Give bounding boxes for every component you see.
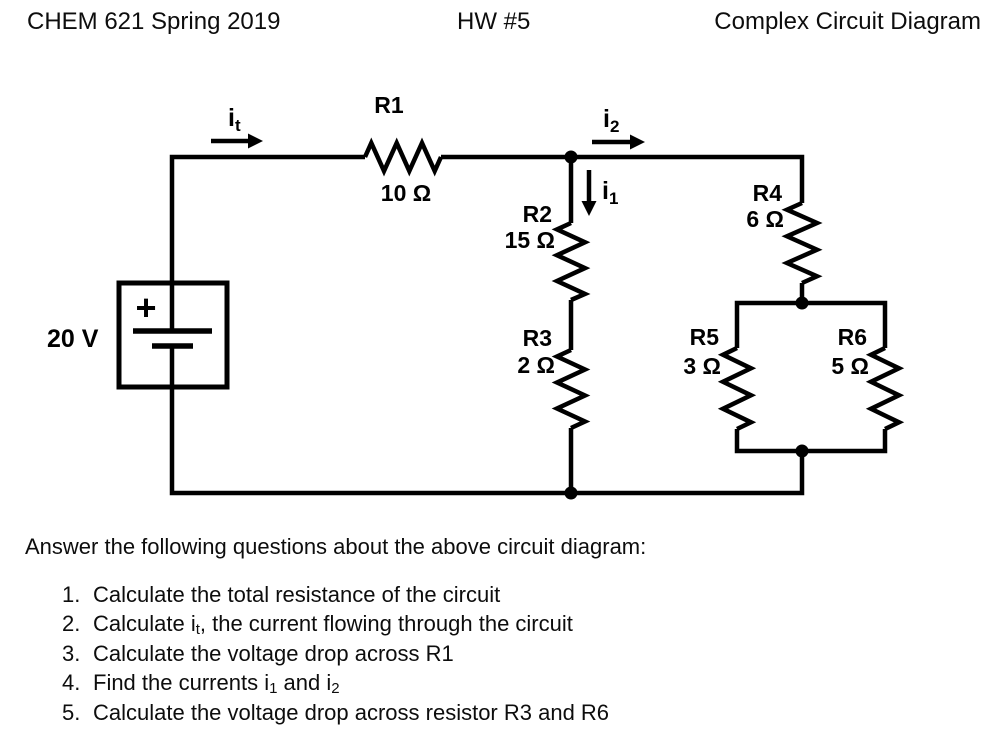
page-header: CHEM 621 Spring 2019 HW #5 Complex Circu…	[0, 0, 997, 40]
question-item-2: 2. Calculate it, the current flowing thr…	[62, 609, 609, 638]
resistor-r4-zigzag	[781, 200, 823, 286]
battery-plus-icon: +	[135, 287, 156, 328]
wire-parallel-bottom	[734, 429, 888, 454]
resistor-r6-zigzag	[865, 345, 905, 432]
question-number: 2.	[62, 611, 81, 637]
question-item-5: 5. Calculate the voltage drop across res…	[62, 698, 609, 727]
questions-list: 1. Calculate the total resistance of the…	[62, 580, 609, 727]
questions-intro: Answer the following questions about the…	[25, 534, 647, 559]
wire-left-top	[169, 154, 365, 331]
resistor-r6-name: R6	[838, 324, 867, 350]
node-dot-bottom	[564, 486, 578, 500]
question-item-3: 3. Calculate the voltage drop across R1	[62, 639, 609, 668]
assignment-label: HW #5	[457, 8, 531, 35]
question-number: 5.	[62, 699, 81, 725]
resistor-r2-value: 15 Ω	[505, 227, 555, 253]
wire-top-right	[441, 154, 805, 203]
resistor-r3-name: R3	[523, 325, 552, 351]
current-i2-arrowhead-icon	[630, 134, 645, 150]
node-dot-top	[564, 150, 578, 164]
question-text: Calculate the total resistance of the ci…	[93, 582, 501, 607]
question-text: Find the currents i1 and i2	[93, 670, 340, 698]
node-dot-parallel-top	[795, 296, 809, 310]
resistor-r4-name: R4	[753, 180, 783, 206]
resistor-r5-name: R5	[690, 324, 720, 350]
question-text: Calculate the voltage drop across R1	[93, 640, 454, 666]
resistor-r6-value: 5 Ω	[831, 353, 869, 379]
current-i1-arrowhead-icon	[581, 201, 597, 216]
resistor-r1-value: 10 Ω	[381, 180, 431, 206]
resistor-r5-zigzag	[717, 345, 757, 432]
resistor-r5-value: 3 Ω	[683, 353, 721, 379]
question-item-1: 1. Calculate the total resistance of the…	[62, 580, 609, 609]
wire-left-bottom	[169, 346, 805, 496]
question-text: Calculate it, the current flowing throug…	[93, 611, 573, 639]
resistor-r3-zigzag	[551, 347, 591, 431]
battery-box	[116, 280, 230, 390]
current-it-label: it	[228, 104, 241, 135]
circuit-diagram: + 20 V it i2 i1 R1 10 Ω R2 15 Ω R3 2 Ω R…	[47, 92, 905, 500]
current-it-arrowhead-icon	[248, 133, 263, 149]
node-dot-parallel-bottom	[795, 444, 809, 458]
question-number: 3.	[62, 640, 81, 666]
resistor-r2-name: R2	[523, 201, 552, 227]
wire-parallel-top	[734, 300, 888, 348]
current-i2-label: i2	[603, 105, 619, 136]
resistor-r1-zigzag	[362, 137, 444, 177]
resistor-r3-value: 2 Ω	[517, 352, 555, 378]
question-number: 1.	[62, 582, 81, 607]
course-label: CHEM 621 Spring 2019	[27, 8, 281, 35]
voltage-label: 20 V	[47, 325, 99, 353]
current-i1-label: i1	[602, 177, 618, 208]
resistor-r4-value: 6 Ω	[746, 206, 784, 232]
resistor-r1-name: R1	[374, 92, 404, 118]
question-text: Calculate the voltage drop across resist…	[93, 699, 610, 725]
question-number: 4.	[62, 670, 81, 696]
question-item-4: 4. Find the currents i1 and i2	[62, 668, 609, 697]
document-title: Complex Circuit Diagram	[714, 8, 981, 35]
resistor-r2-zigzag	[551, 220, 591, 303]
